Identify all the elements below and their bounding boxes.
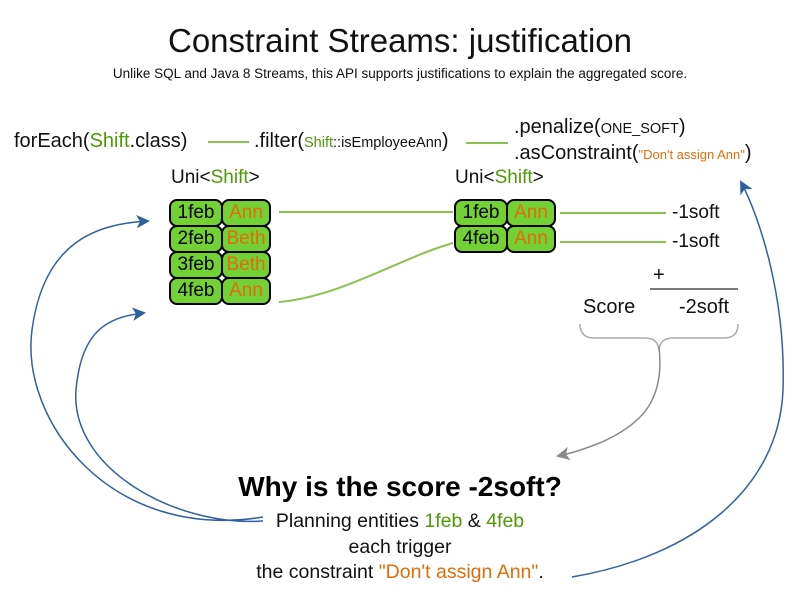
plus-sign: +: [653, 264, 665, 286]
uni-left-type: Shift: [210, 167, 249, 188]
code-asconstraint-arg: "Don't assign Ann": [638, 147, 745, 162]
employee-cell: Ann: [221, 277, 271, 305]
employee-cell: Ann: [506, 199, 556, 227]
date-cell: 4feb: [169, 277, 223, 305]
why-heading: Why is the score -2soft?: [238, 471, 562, 502]
explanation-entity-1feb: 1feb: [424, 510, 463, 532]
explanation-line3-post: .: [538, 561, 544, 583]
uni-right-type: Shift: [494, 167, 533, 188]
penalty-label-1: -1soft: [672, 202, 720, 223]
employee-cell: Ann: [221, 199, 271, 227]
uni-left-post: >: [248, 167, 260, 188]
explanation-line1-joiner: &: [462, 510, 487, 532]
shift-table-right: 1feb Ann 4feb Ann: [454, 199, 556, 253]
code-foreach-post: .class): [129, 130, 188, 152]
table-row: 3feb Beth: [169, 251, 271, 279]
table-row: 1feb Ann: [454, 199, 556, 227]
code-penalize-post: ): [678, 116, 686, 138]
code-asconstraint-post: ): [744, 142, 752, 164]
explanation-entity-4feb: 4feb: [486, 510, 525, 532]
explanation-line-1: Planning entities 1feb & 4feb: [0, 510, 800, 533]
explanation-constraint-name: "Don't assign Ann": [378, 561, 539, 583]
employee-cell: Ann: [506, 225, 556, 253]
justification-arrow-to-constraint: [571, 180, 784, 578]
date-cell: 2feb: [169, 225, 223, 253]
uni-left-pre: Uni<: [171, 167, 211, 188]
date-cell: 3feb: [169, 251, 223, 279]
justification-arrow-to-4feb: [75, 307, 264, 523]
code-foreach: forEach(Shift.class): [14, 130, 187, 153]
table-row: 4feb Ann: [454, 225, 556, 253]
table-row: 2feb Beth: [169, 225, 271, 253]
code-foreach-pre: forEach(: [14, 130, 90, 152]
uni-right-pre: Uni<: [455, 167, 495, 188]
date-cell: 4feb: [454, 225, 508, 253]
code-penalize-pre: .penalize(: [514, 116, 601, 138]
code-filter-method: ::isEmployeeAnn: [333, 135, 442, 151]
explanation-line-3: the constraint "Don't assign Ann".: [0, 561, 800, 584]
score-underbrace: [579, 323, 739, 351]
score-label: Score: [583, 296, 636, 318]
code-asconstraint: .asConstraint("Don't assign Ann"): [514, 142, 752, 165]
code-filter-pre: .filter(: [254, 130, 304, 152]
uni-right-post: >: [532, 167, 544, 188]
date-cell: 1feb: [454, 199, 508, 227]
table-row: 1feb Ann: [169, 199, 271, 227]
code-foreach-class: Shift: [89, 130, 130, 152]
uni-label-left: Uni<Shift>: [171, 167, 260, 189]
code-asconstraint-pre: .asConstraint(: [514, 142, 639, 164]
explanation-line-2: each trigger: [348, 536, 452, 558]
score-total: -2soft: [679, 296, 730, 318]
code-filter: .filter(Shift::isEmployeeAnn): [254, 130, 449, 153]
match-line-4feb: [278, 242, 454, 303]
code-penalize: .penalize(ONE_SOFT): [514, 116, 686, 139]
code-filter-class: Shift: [304, 135, 334, 151]
shift-table-left: 1feb Ann 2feb Beth 3feb Beth 4feb Ann: [169, 199, 271, 305]
uni-label-right: Uni<Shift>: [455, 167, 544, 189]
table-row: 4feb Ann: [169, 277, 271, 305]
explanation-line3-pre: the constraint: [256, 561, 379, 583]
justification-arrow-to-1feb: [30, 214, 264, 522]
penalty-label-2: -1soft: [672, 231, 720, 252]
employee-cell: Beth: [221, 251, 271, 279]
code-filter-post: ): [441, 130, 449, 152]
employee-cell: Beth: [221, 225, 271, 253]
explanation-line1-pre: Planning entities: [275, 510, 425, 532]
page-title: Constraint Streams: justification: [167, 22, 632, 59]
page-subtitle: Unlike SQL and Java 8 Streams, this API …: [112, 66, 688, 81]
score-to-why-arrow: [556, 346, 661, 461]
date-cell: 1feb: [169, 199, 223, 227]
code-penalize-arg: ONE_SOFT: [600, 121, 679, 137]
